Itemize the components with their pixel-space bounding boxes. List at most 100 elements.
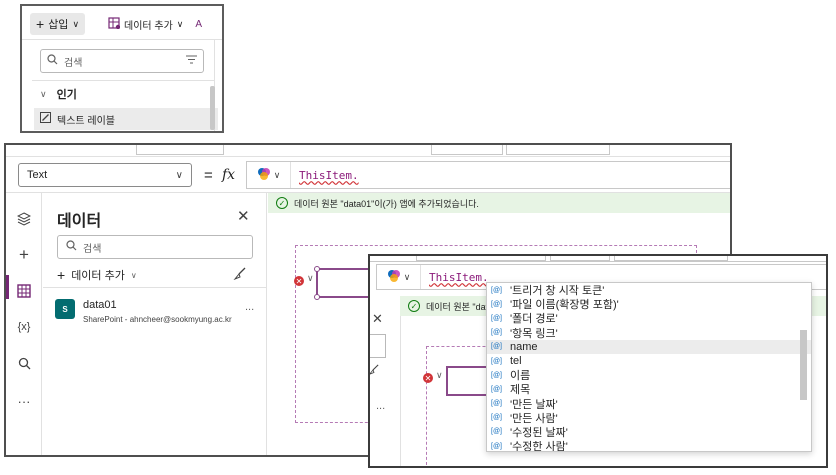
- more-options-button[interactable]: ...: [245, 301, 255, 313]
- error-icon[interactable]: ✕: [423, 373, 433, 383]
- banner-text: 데이터 원본 "dat: [426, 301, 489, 312]
- formula-text: ThisItem.: [429, 270, 489, 284]
- more-options-button[interactable]: ...: [376, 400, 386, 412]
- autocomplete-item-label: '만든 사람': [510, 412, 558, 425]
- field-icon: [@]: [491, 286, 502, 294]
- fx-icon: fx: [222, 167, 236, 183]
- autocomplete-item[interactable]: [@]name: [487, 339, 811, 354]
- data-search-input[interactable]: 검색: [57, 235, 253, 259]
- toolbar-control: [416, 256, 546, 261]
- autocomplete-item[interactable]: [@]'수정한 사람': [487, 439, 811, 451]
- selected-control[interactable]: [314, 266, 378, 300]
- sharepoint-icon: S: [55, 299, 75, 319]
- field-icon: [@]: [491, 371, 502, 379]
- brush-icon[interactable]: [370, 364, 379, 378]
- divider: [214, 40, 215, 131]
- toolbar: [22, 6, 222, 40]
- search-icon: [66, 240, 77, 254]
- pane-title: 데이터: [57, 213, 102, 230]
- field-icon: [@]: [491, 414, 502, 422]
- add-data-button[interactable]: 데이터 추가 ∨ A: [108, 13, 202, 35]
- section-popular[interactable]: ∨ 인기: [40, 86, 77, 102]
- autocomplete-item[interactable]: [@] 제목: [487, 382, 811, 396]
- search-placeholder: 검색: [64, 57, 83, 69]
- plus-icon[interactable]: +: [19, 245, 29, 264]
- toolbar-control: [614, 256, 728, 261]
- toolbar-control: [550, 256, 610, 261]
- chevron-down-icon[interactable]: ∨: [436, 370, 443, 380]
- error-icon[interactable]: ✕: [294, 276, 304, 286]
- checkmark-icon: ✓: [276, 197, 288, 209]
- formula-bar: [6, 157, 730, 193]
- autocomplete-item-label: '트리거 창 시작 토큰': [510, 285, 605, 298]
- gallery-outline[interactable]: [426, 346, 506, 466]
- field-icon: [@]: [491, 385, 502, 393]
- resize-handle[interactable]: [314, 294, 320, 300]
- autocomplete-item[interactable]: [@]이름: [487, 368, 811, 382]
- list-item-label: 텍스트 레이블: [57, 115, 115, 127]
- chevron-down-icon: ∨: [176, 18, 184, 29]
- insert-button[interactable]: + 삽입 ∨: [30, 13, 86, 35]
- autocomplete-item[interactable]: [@]'만든 날짜': [487, 397, 811, 411]
- add-data-button[interactable]: + 데이터 추가 ∨: [57, 267, 137, 283]
- autocomplete-item-label: 제목: [510, 384, 531, 397]
- autocomplete-item[interactable]: [@]'파일 이름(확장명 포함)': [487, 297, 811, 311]
- toolbar-strip: [6, 145, 730, 157]
- autocomplete-item[interactable]: [@]'폴더 경로': [487, 311, 811, 325]
- field-icon: [@]: [491, 329, 502, 337]
- chevron-down-icon[interactable]: ∨: [307, 273, 314, 283]
- search-input[interactable]: 검색: [40, 49, 204, 73]
- search-input-fragment[interactable]: [370, 334, 386, 358]
- plus-icon: +: [36, 16, 45, 32]
- chevron-down-icon: ∨: [273, 169, 281, 180]
- variables-icon[interactable]: {x}: [17, 321, 31, 333]
- autocomplete-item-label: '만든 날짜': [510, 398, 558, 411]
- more-icon[interactable]: ···: [17, 393, 31, 409]
- copilot-icon: [257, 167, 271, 184]
- close-icon[interactable]: ✕: [237, 208, 250, 225]
- search-placeholder: 검색: [83, 243, 102, 255]
- text-style-icon: A: [195, 18, 203, 30]
- divider: [43, 287, 266, 288]
- autocomplete-item[interactable]: [@]'항목 링크': [487, 326, 811, 340]
- chevron-down-icon: ∨: [403, 271, 411, 282]
- rail-selection-indicator: [6, 275, 9, 299]
- left-rail: + {x} ···: [6, 193, 42, 455]
- toolbar-strip: [370, 256, 826, 262]
- formula-input[interactable]: ∨ ThisItem.: [246, 161, 730, 189]
- edit-text-icon: [40, 112, 51, 126]
- layers-icon[interactable]: [6, 207, 42, 231]
- list-item-text-label[interactable]: 텍스트 레이블: [34, 108, 218, 130]
- data-grid-icon[interactable]: [6, 279, 42, 303]
- datasource-name: data01: [83, 299, 117, 311]
- close-icon[interactable]: ✕: [372, 311, 383, 326]
- plus-icon: +: [57, 267, 66, 283]
- chevron-down-icon: ∨: [40, 88, 47, 99]
- chevron-down-icon: ∨: [72, 18, 80, 29]
- add-data-label: 데이터 추가: [124, 20, 173, 32]
- search-icon[interactable]: [6, 351, 42, 375]
- autocomplete-item-label: '수정된 날짜': [510, 426, 568, 439]
- search-icon: [47, 54, 58, 68]
- table-icon: [108, 16, 121, 32]
- datasource-item[interactable]: S data01 SharePoint - ahncheer@sookmyung…: [55, 299, 232, 324]
- copilot-button[interactable]: ∨: [377, 265, 421, 289]
- scrollbar-thumb[interactable]: [210, 86, 215, 130]
- autocomplete-item[interactable]: [@] '트리거 창 시작 토큰': [487, 283, 811, 297]
- autocomplete-item[interactable]: [@] '만든 사람': [487, 411, 811, 425]
- property-dropdown[interactable]: Text ∨: [18, 163, 192, 187]
- autocomplete-item[interactable]: [@]'수정된 날짜': [487, 425, 811, 439]
- scrollbar-thumb[interactable]: [800, 330, 807, 400]
- insert-label: 삽입: [48, 19, 69, 31]
- brush-icon[interactable]: [233, 267, 246, 283]
- autocomplete-item-label: '폴더 경로': [510, 313, 558, 326]
- autocomplete-list: [@]'트리거 창 시작 토큰'[@]'파일 이름(확장명 포함)'[@]'폴더…: [486, 282, 812, 452]
- field-icon: [@]: [491, 343, 502, 351]
- toolbar-control: [136, 145, 224, 155]
- chevron-down-icon: ∨: [175, 169, 183, 181]
- copilot-button[interactable]: ∨: [247, 162, 291, 188]
- divider: [32, 80, 214, 81]
- autocomplete-screenshot: ∨ ThisItem. ✕ ... ✓ 데이터 원본 "dat ✕ ∨ [@]'…: [368, 254, 828, 468]
- resize-handle[interactable]: [314, 266, 320, 272]
- autocomplete-item[interactable]: [@]tel: [487, 354, 811, 368]
